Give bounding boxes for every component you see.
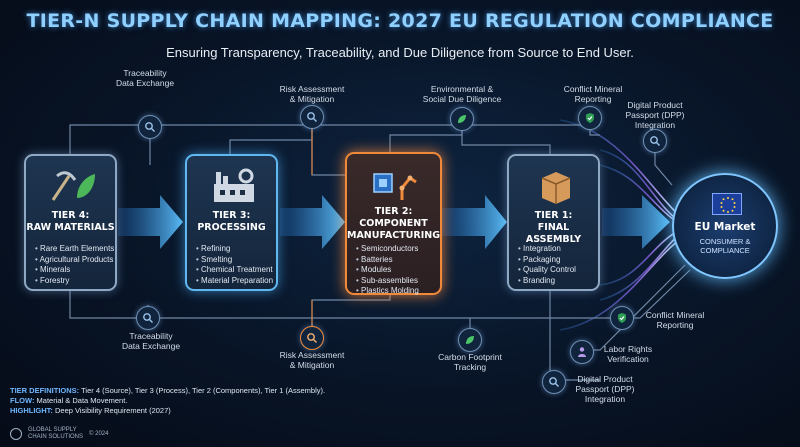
magnifier-icon[interactable] [300,105,324,129]
tier-2-items: Semiconductors Batteries Modules Sub-ass… [356,244,419,297]
tier-4-items: Rare Earth Elements Agricultural Product… [35,244,115,287]
eu-market-subtitle: CONSUMER &COMPLIANCE [699,237,751,255]
magnifier-icon[interactable] [138,115,162,139]
magnifier-icon[interactable] [643,129,667,153]
magnifier-icon[interactable] [136,306,160,330]
leaf-icon[interactable] [450,107,474,131]
flow-arrow-3 [442,195,507,249]
tier-1-items: Integration Packaging Quality Control Br… [518,244,576,286]
tier-3-items: Refining Smelting Chemical Treatment Mat… [196,244,273,286]
tier-4-title: TIER 4:RAW MATERIALS [26,210,115,233]
list-item: Modules [356,265,419,276]
list-item: Quality Control [518,265,576,276]
tier-3-title: TIER 3:PROCESSING [197,210,266,233]
person-icon[interactable] [570,340,594,364]
magnifier-icon[interactable] [300,326,324,350]
list-item: Chemical Treatment [196,265,273,276]
list-item: Packaging [518,255,576,266]
legend-highlight: HIGHLIGHT: Deep Visibility Requirement (… [10,406,171,415]
chip-robot-arm-icon [373,173,417,200]
list-item: Semiconductors [356,244,419,255]
list-item: Minerals [35,265,114,276]
list-item: Sub-assemblies [356,276,419,287]
list-item: Plastics Molding [356,286,419,297]
eu-market-node[interactable]: EU Market CONSUMER &COMPLIANCE [672,173,778,279]
shield-check-icon[interactable] [578,106,602,130]
factory-icon [214,168,254,202]
flow-arrow-1 [118,195,183,249]
list-item: Branding [518,276,576,287]
legend: TIER DEFINITIONS: Tier 4 (Source), Tier … [10,386,325,416]
magnifier-icon[interactable] [542,370,566,394]
page-title: TIER-N SUPPLY CHAIN MAPPING: 2027 EU REG… [26,10,774,32]
list-item: Forestry [35,276,114,287]
list-item: Smelting [196,255,273,266]
tier-1-card[interactable]: TIER 1:FINAL ASSEMBLY Integration Packag… [507,154,600,291]
list-item: Material Preparation [196,276,273,287]
tier-1-title: TIER 1:FINAL ASSEMBLY [525,210,582,245]
page-subtitle: Ensuring Transparency, Traceability, and… [166,45,634,60]
package-icon [541,172,571,204]
eu-market-title: EU Market [694,221,756,233]
leaf-icon[interactable] [458,328,482,352]
list-item: Refining [196,244,273,255]
main-flow-arrows [118,195,670,249]
flow-arrow-4 [602,195,670,249]
list-item: Agricultural Products [35,255,114,266]
bottom-label-risk-assessment: Risk Assessment& Mitigation [279,350,345,370]
brand-logo-icon [10,427,22,440]
legend-tier-definitions: TIER DEFINITIONS: Tier 4 (Source), Tier … [10,386,326,395]
legend-flow: FLOW: Material & Data Movement. [10,396,128,405]
pickaxe-leaf-icon [51,171,95,201]
copyright: © 2024 [89,430,109,437]
list-item: Batteries [356,255,419,266]
top-label-environmental: Environmental &Social Due Diligence [422,84,502,104]
shield-check-icon[interactable] [610,306,634,330]
tier-3-card[interactable]: TIER 3:PROCESSING Refining Smelting Chem… [185,154,278,291]
tier-4-card[interactable]: TIER 4:RAW MATERIALS Rare Earth Elements… [24,154,117,291]
flow-arrow-2 [280,195,345,249]
eu-flag-icon [712,193,742,215]
top-label-risk-assessment: Risk Assessment& Mitigation [279,84,345,104]
list-item: Integration [518,244,576,255]
list-item: Rare Earth Elements [35,244,114,255]
